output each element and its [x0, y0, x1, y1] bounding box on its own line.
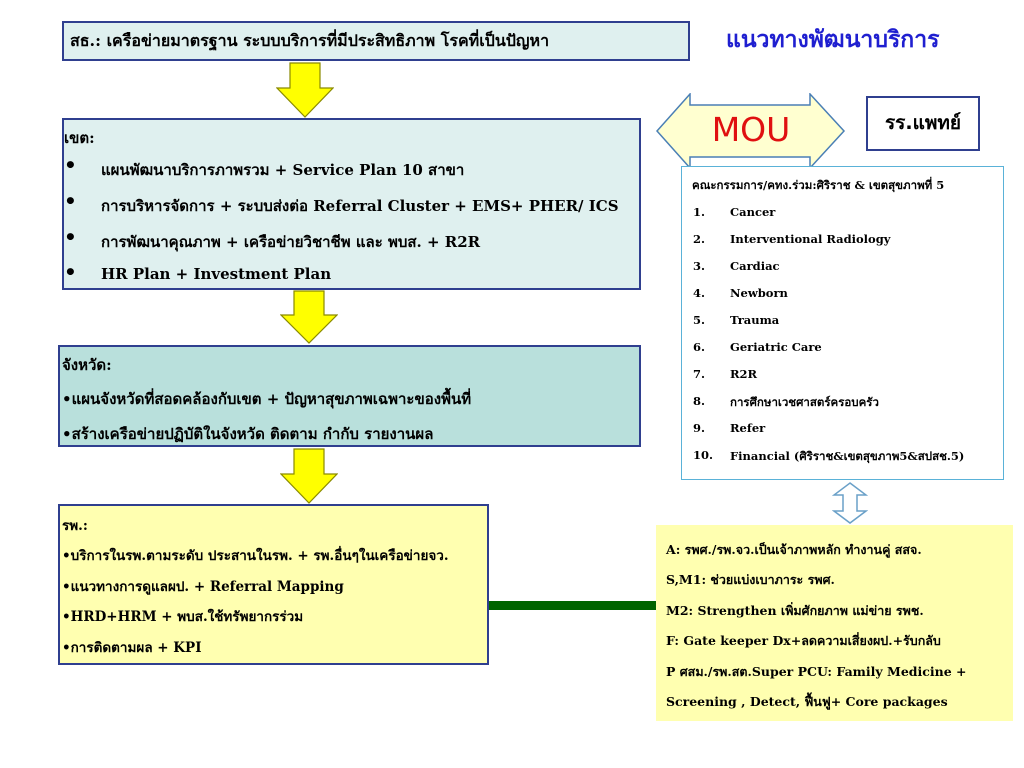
bullet-icon: •	[64, 260, 77, 284]
list-item: A: รพศ./รพ.จว.เป็นเจ้าภาพหลัก ทำงานคู่ ส…	[666, 542, 922, 557]
list-item: 5.Trauma	[693, 313, 780, 327]
bullet-icon: •	[64, 189, 77, 213]
list-item: •สร้างเครือข่ายปฏิบัติในจังหวัด ติดตาม ก…	[62, 425, 434, 443]
list-item: •การติดตามผล + KPI	[62, 640, 202, 656]
down-arrow-icon	[280, 448, 338, 504]
list-item: 7.R2R	[693, 367, 758, 381]
list-item: S,M1: ช่วยแบ่งเบาภาระ รพศ.	[666, 572, 835, 587]
committee-heading: คณะกรรมการ/คทง.ร่วม:ศิริราช & เขตสุขภาพท…	[692, 178, 945, 192]
list-item: •HRD+HRM + พบส.ใช้ทรัพยากรร่วม	[62, 609, 304, 625]
bullet-icon: •	[64, 153, 77, 177]
zone-box: เขต: • แผนพัฒนาบริการภาพรวม + Service Pl…	[62, 118, 641, 290]
hospital-heading: รพ.:	[62, 518, 88, 534]
list-item: 10.Financial (ศิริราช&เขตสุขภาพ5&สปสช.5)	[693, 448, 965, 463]
list-item: 1.Cancer	[693, 205, 776, 219]
medical-hospital-box: รร.แพทย์	[866, 96, 980, 151]
service-levels-box: A: รพศ./รพ.จว.เป็นเจ้าภาพหลัก ทำงานคู่ ส…	[656, 525, 1013, 721]
list-item: F: Gate keeper Dx+ลดความเสี่ยงผป.+รับกลั…	[666, 633, 941, 648]
province-heading: จังหวัด:	[62, 356, 112, 374]
list-item: 2.Interventional Radiology	[693, 232, 891, 246]
list-item: 9.Refer	[693, 421, 766, 435]
committee-box: คณะกรรมการ/คทง.ร่วม:ศิริราช & เขตสุขภาพท…	[681, 166, 1004, 480]
double-arrow-icon	[656, 93, 846, 169]
down-arrow-icon	[276, 62, 334, 118]
bullet-icon: •	[64, 225, 77, 249]
list-item: 8.การศึกษาเวชศาสตร์ครอบครัว	[693, 394, 879, 409]
list-item: •แผนจังหวัดที่สอดคล้องกับเขต + ปัญหาสุขภ…	[62, 390, 472, 408]
list-item: M2: Strengthen เพิ่มศักยภาพ แม่ข่าย รพช.	[666, 603, 924, 618]
page-title: แนวทางพัฒนาบริการ	[726, 27, 940, 53]
mou-label: MOU	[711, 110, 791, 149]
list-item: 3.Cardiac	[693, 259, 780, 273]
zone-heading: เขต:	[64, 129, 95, 147]
list-item: 6.Geriatric Care	[693, 340, 822, 354]
ministry-box: สธ.: เครือข่ายมาตรฐาน ระบบบริการที่มีประ…	[62, 21, 690, 61]
list-item: 4.Newborn	[693, 286, 788, 300]
list-item: P ศสม./รพ.สต.Super PCU: Family Medicine …	[666, 664, 967, 679]
list-item: •แนวทางการดูแลผป. + Referral Mapping	[62, 579, 344, 595]
down-arrow-icon	[280, 290, 338, 344]
list-item: •บริการในรพ.ตามระดับ ประสานในรพ. + รพ.อื…	[62, 548, 449, 564]
connector-line	[489, 601, 656, 610]
hospital-box: รพ.: •บริการในรพ.ตามระดับ ประสานในรพ. + …	[58, 504, 489, 665]
list-item: Screening , Detect, ฟื้นฟู+ Core package…	[666, 694, 948, 709]
up-down-arrow-icon	[832, 482, 868, 524]
province-box: จังหวัด: •แผนจังหวัดที่สอดคล้องกับเขต + …	[58, 345, 641, 447]
